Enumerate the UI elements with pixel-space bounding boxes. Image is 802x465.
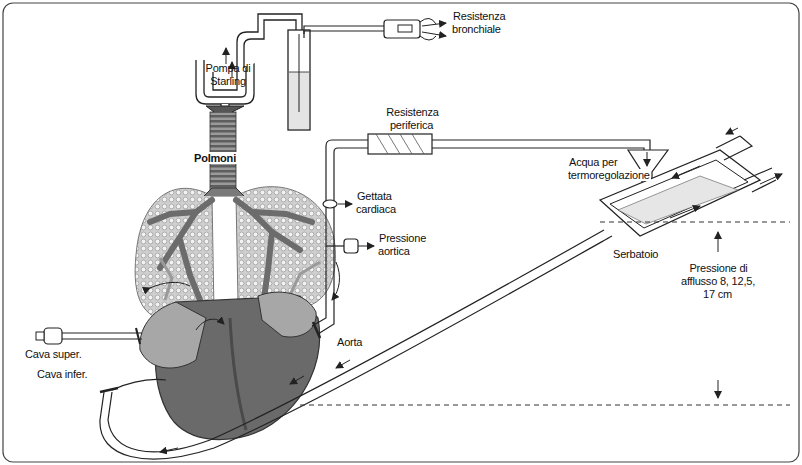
bronchial-bottle [288,18,446,130]
frame [3,3,799,462]
measure-label: Gettata cardiaca [356,190,416,216]
leader-line [338,204,352,205]
reservoir [600,128,782,236]
part-label: Resistenza periferica [372,106,452,132]
aortic-tube [312,140,650,334]
flow-arrow [150,282,190,288]
flow-arrow [332,262,339,300]
tracheal-clamp [206,106,244,112]
dimension-arrow [718,232,719,252]
left-atrium [258,292,316,337]
part-label: Serbatoio [612,248,682,261]
flow-arrow [336,360,350,368]
pump-label: Pompa di Starling [196,62,260,88]
flow-arrow [196,319,224,330]
superior-cava [36,328,142,344]
level-line [600,222,790,223]
inferior-cava [112,379,166,390]
dimension-label: Pressione di afflusso 8, 12,5, 17 cm [676,262,760,301]
flow-arrow [226,48,227,64]
vessel-label: Cava super. [24,348,104,361]
bronchi-vessels [150,200,312,300]
aortic-clamp [313,322,320,338]
vessel-label: Cava infer. [36,368,116,381]
part-label: Acqua per termoregolazione [568,156,684,182]
carina [204,188,244,196]
right-lung [236,187,335,308]
measure-label: Pressione aortica [378,232,440,258]
dimension-arrow [718,380,719,398]
starling-pump [196,14,302,114]
septum [230,318,246,430]
pressure-gauge [326,239,374,253]
organ-label: Polmoni [188,152,242,165]
pulmonary-vessels [160,258,320,300]
flow-arrow [290,376,304,384]
vessel-label: Aorta [336,336,386,349]
level-line [300,405,790,406]
inflow-tube [100,230,612,459]
right-atrium [140,302,206,368]
flow-arrow [160,448,178,452]
peripheral-resistance [368,134,432,154]
flow-meter [323,200,337,208]
part-label: Resistenza bronchiale [452,10,530,36]
